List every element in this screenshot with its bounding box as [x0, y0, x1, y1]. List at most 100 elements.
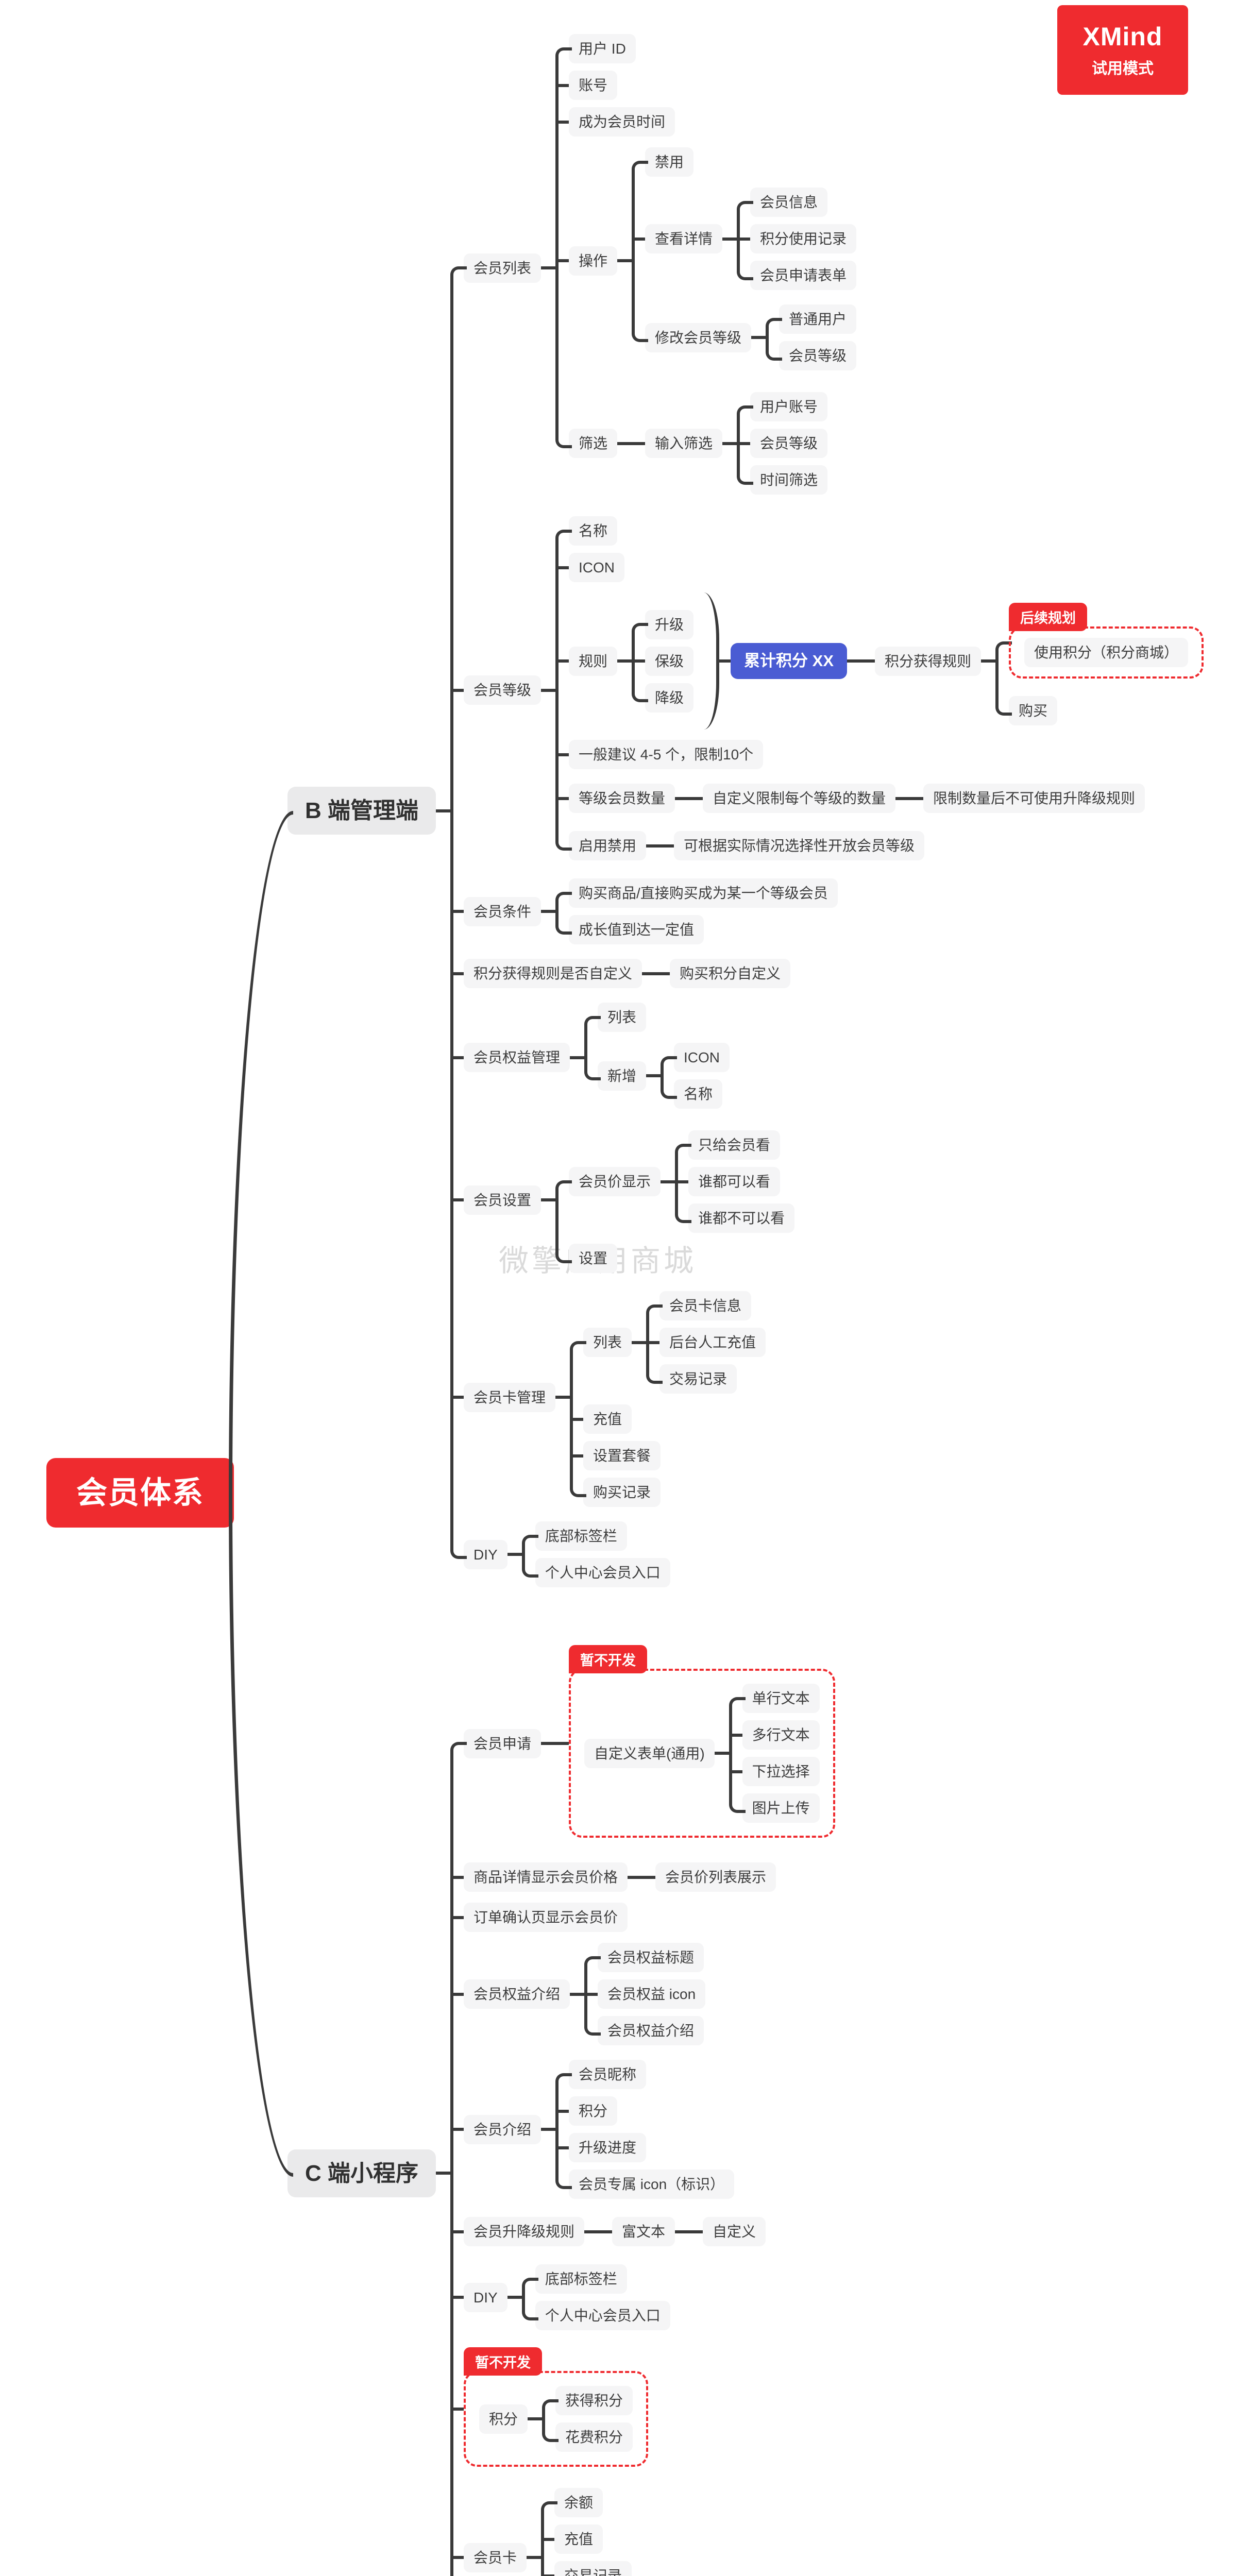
topic-node[interactable]: 个人中心会员入口	[535, 2301, 670, 2330]
main-topic[interactable]: C 端小程序	[287, 2149, 436, 2197]
topic-node[interactable]: 多行文本	[742, 1720, 820, 1750]
topic-node[interactable]: 会员权益介绍	[598, 2016, 704, 2045]
topic-node[interactable]: 会员申请	[464, 1728, 542, 1758]
topic-node[interactable]: 名称	[674, 1079, 723, 1109]
topic-node[interactable]: DIY	[464, 2282, 507, 2312]
main-topic[interactable]: B 端管理端	[287, 787, 436, 835]
topic-node[interactable]: 富文本	[612, 2217, 675, 2246]
topic-node[interactable]: 筛选	[569, 429, 618, 458]
topic-node[interactable]: 余额	[554, 2488, 603, 2517]
topic-node[interactable]: 会员申请表单	[750, 261, 857, 290]
topic-node[interactable]: 设置套餐	[583, 1441, 661, 1470]
topic-node[interactable]: 交易记录	[554, 2561, 632, 2576]
topic-node[interactable]: DIY	[464, 1539, 507, 1569]
topic-node[interactable]: 订单确认页显示会员价	[464, 1903, 628, 1932]
topic-node[interactable]: 会员权益标题	[598, 1943, 704, 1972]
topic-node[interactable]: 会员价列表展示	[655, 1862, 776, 1892]
topic-node[interactable]: 会员权益介绍	[464, 1979, 570, 2009]
topic-node[interactable]: 购买商品/直接购买成为某一个等级会员	[569, 878, 838, 908]
topic-node[interactable]: 用户 ID	[569, 34, 636, 63]
topic-node[interactable]: 限制数量后不可使用升降级规则	[923, 784, 1145, 813]
topic-node[interactable]: 自定义限制每个等级的数量	[703, 784, 896, 813]
topic-node[interactable]: 会员权益管理	[464, 1043, 570, 1072]
topic-node[interactable]: 后台人工充值	[659, 1328, 766, 1357]
topic-node[interactable]: 启用禁用	[569, 831, 647, 860]
topic-node[interactable]: 会员权益 icon	[598, 1979, 706, 2009]
topic-node[interactable]: 可根据实际情况选择性开放会员等级	[674, 831, 925, 860]
topic-node[interactable]: 新增	[598, 1061, 647, 1091]
topic-node[interactable]: 花费积分	[555, 2422, 633, 2452]
topic-node[interactable]: 会员专属 icon（标识）	[569, 2170, 735, 2199]
topic-node[interactable]: 会员升降级规则	[464, 2217, 585, 2246]
topic-node[interactable]: 规则	[569, 646, 618, 676]
topic-node[interactable]: 积分获得规则	[875, 646, 982, 676]
topic-node[interactable]: 谁都不可以看	[688, 1204, 795, 1233]
topic-node[interactable]: 积分使用记录	[750, 224, 857, 253]
topic-branch: 会员卡余额充值交易记录交易通知	[464, 2484, 632, 2576]
topic-node[interactable]: 积分获得规则是否自定义	[464, 959, 642, 988]
topic-node[interactable]: 降级	[645, 683, 694, 713]
topic-node[interactable]: 列表	[598, 1003, 647, 1032]
topic-node[interactable]: 只给会员看	[688, 1130, 781, 1160]
topic-node[interactable]: 会员等级	[464, 675, 542, 705]
summary-topic[interactable]: 累计积分 XX	[731, 642, 848, 680]
topic-node[interactable]: 充值	[554, 2524, 603, 2554]
topic-node[interactable]: 等级会员数量	[569, 784, 675, 813]
topic-node[interactable]: 自定义表单(通用)	[584, 1738, 715, 1768]
topic-node[interactable]: 会员等级	[779, 341, 857, 370]
topic-node[interactable]: 会员价显示	[569, 1167, 661, 1196]
topic-node[interactable]: 成长值到达一定值	[569, 915, 704, 944]
topic-node[interactable]: 时间筛选	[750, 465, 828, 495]
topic-node[interactable]: 修改会员等级	[645, 323, 752, 352]
topic-node[interactable]: 会员等级	[750, 429, 828, 458]
topic-node[interactable]: 输入筛选	[645, 429, 723, 458]
topic-node[interactable]: 购买积分自定义	[670, 959, 791, 988]
topic-node[interactable]: 购买	[1009, 696, 1058, 725]
topic-node[interactable]: 一般建议 4-5 个，限制10个	[569, 740, 764, 769]
topic-node[interactable]: 名称	[569, 516, 618, 546]
topic-node[interactable]: 会员设置	[464, 1185, 542, 1215]
topic-node[interactable]: ICON	[569, 553, 625, 582]
topic-node[interactable]: 积分	[479, 2404, 528, 2434]
topic-node[interactable]: 自定义	[703, 2217, 766, 2246]
topic-node[interactable]: 会员条件	[464, 896, 542, 926]
topic-node[interactable]: 账号	[569, 71, 618, 100]
topic-node[interactable]: 成为会员时间	[569, 107, 675, 137]
topic-node[interactable]: 底部标签栏	[535, 1521, 627, 1551]
topic-node[interactable]: 图片上传	[742, 1793, 820, 1823]
topic-node[interactable]: 会员卡信息	[659, 1291, 752, 1320]
topic-node[interactable]: 交易记录	[659, 1364, 737, 1394]
topic-branch: 输入筛选用户账号会员等级时间筛选	[645, 388, 828, 498]
topic-node[interactable]: 列表	[583, 1328, 632, 1357]
topic-node[interactable]: 用户账号	[750, 392, 828, 421]
trial-mode-label: 试用模式	[1092, 60, 1154, 77]
topic-node[interactable]: 会员列表	[464, 253, 542, 283]
topic-node[interactable]: 个人中心会员入口	[535, 1558, 670, 1587]
topic-node[interactable]: 查看详情	[645, 224, 723, 253]
topic-node[interactable]: 会员卡管理	[464, 1382, 556, 1412]
topic-node[interactable]: 禁用	[645, 147, 694, 177]
topic-node[interactable]: ICON	[674, 1043, 730, 1072]
topic-node[interactable]: 谁都可以看	[688, 1167, 781, 1196]
topic-node[interactable]: 使用积分（积分商城）	[1024, 638, 1189, 667]
topic-node[interactable]: 会员信息	[750, 188, 828, 217]
topic-node[interactable]: 会员昵称	[569, 2060, 647, 2089]
topic-node[interactable]: 单行文本	[742, 1684, 820, 1713]
children-group: 底部标签栏个人中心会员入口	[507, 2261, 670, 2334]
topic-node[interactable]: 普通用户	[779, 304, 857, 334]
topic-node[interactable]: 底部标签栏	[535, 2264, 627, 2294]
topic-node[interactable]: 会员介绍	[464, 2114, 542, 2144]
topic-node[interactable]: 获得积分	[555, 2386, 633, 2415]
topic-node[interactable]: 会员卡	[464, 2543, 527, 2572]
topic-node[interactable]: 充值	[583, 1404, 632, 1434]
topic-node[interactable]: 积分	[569, 2096, 618, 2126]
topic-node[interactable]: 商品详情显示会员价格	[464, 1862, 628, 1892]
topic-node[interactable]: 下拉选择	[742, 1757, 820, 1786]
topic-node[interactable]: 购买记录	[583, 1478, 661, 1507]
topic-node[interactable]: 升级	[645, 609, 694, 639]
topic-node[interactable]: 操作	[569, 246, 618, 276]
topic-node[interactable]: 升级进度	[569, 2133, 647, 2162]
topic-node[interactable]: 设置	[569, 1244, 618, 1273]
root-topic[interactable]: 会员体系	[46, 1458, 234, 1528]
topic-node[interactable]: 保级	[645, 646, 694, 676]
